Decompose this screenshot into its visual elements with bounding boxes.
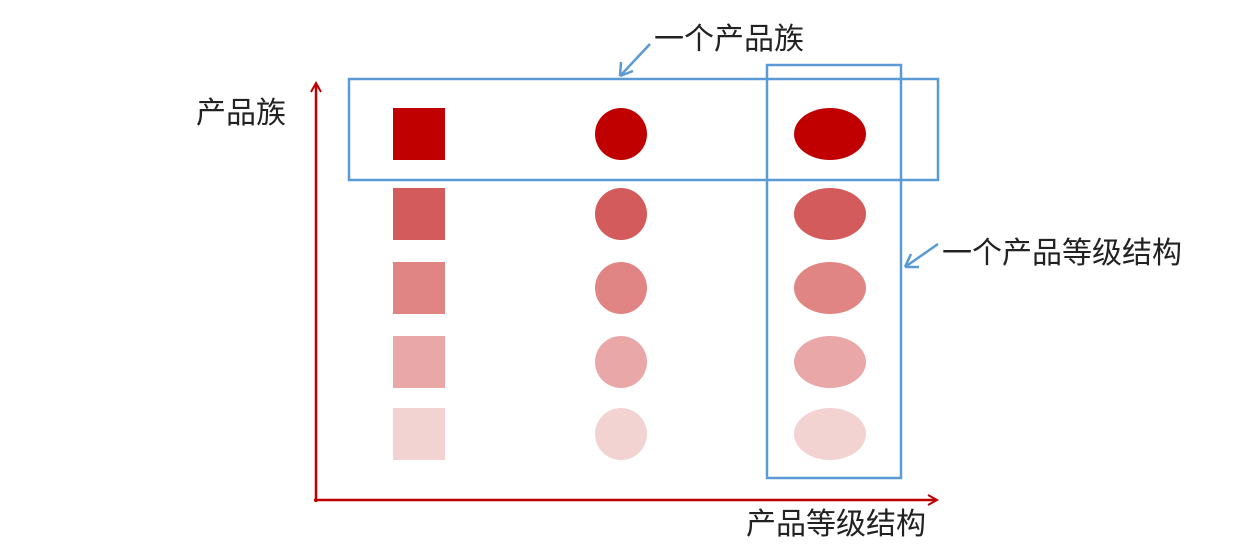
square-shape <box>393 336 445 388</box>
square-shape <box>393 108 445 160</box>
ellipse-shape <box>794 108 866 160</box>
ellipse-shape <box>794 188 866 240</box>
product-family-box <box>347 77 940 182</box>
y-axis-label: 产品族 <box>196 96 286 131</box>
square-shape <box>393 408 445 460</box>
circle-shape <box>595 188 647 240</box>
circle-shape <box>595 262 647 314</box>
circle-shape <box>595 108 647 160</box>
circle-shape <box>595 408 647 460</box>
square-shape <box>393 262 445 314</box>
ellipse-shape <box>794 408 866 460</box>
level-callout-label: 一个产品等级结构 <box>942 236 1182 271</box>
family-callout-label: 一个产品族 <box>654 22 804 57</box>
ellipse-shape <box>794 336 866 388</box>
product-level-box <box>765 63 903 480</box>
x-axis-label: 产品等级结构 <box>746 507 926 542</box>
level-callout-arrow <box>903 242 939 269</box>
family-callout-arrow <box>618 43 651 78</box>
circle-shape <box>595 336 647 388</box>
ellipse-shape <box>794 262 866 314</box>
shape-grid <box>393 108 866 460</box>
square-shape <box>393 188 445 240</box>
